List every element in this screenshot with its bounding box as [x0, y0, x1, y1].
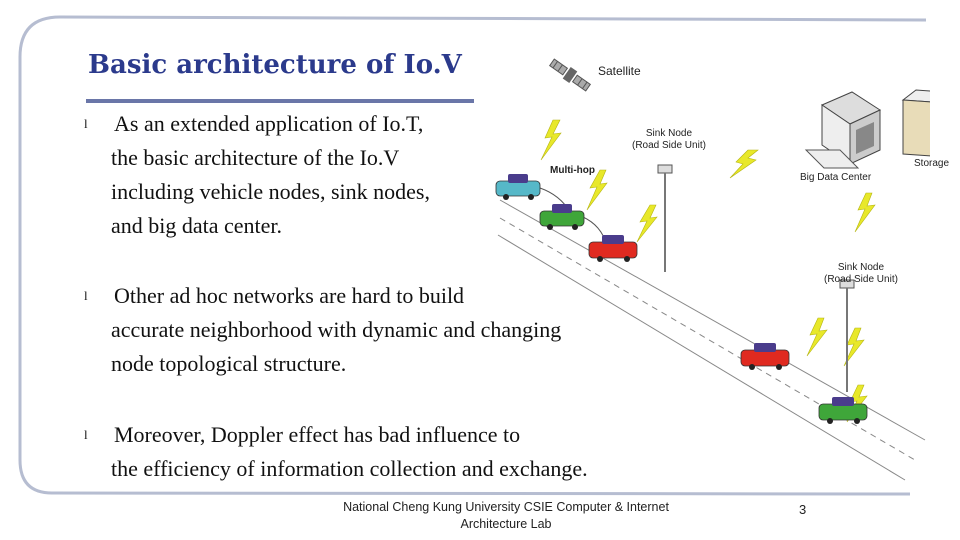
big-data-center-label: Big Data Center	[800, 172, 872, 183]
page-number: 3	[799, 502, 807, 517]
bullet-line: Other ad hoc networks are hard to build	[114, 283, 465, 308]
bullet-line: the basic architecture of the Io.V	[111, 145, 400, 170]
bullet-line: and big data center.	[111, 213, 283, 238]
bullet-marker: l	[84, 116, 88, 131]
diagram-graphics	[495, 58, 930, 481]
bullet-line: including vehicle nodes, sink nodes,	[111, 179, 430, 204]
bullet-item: l Moreover, Doppler effect has bad influ…	[84, 418, 588, 486]
vehicle-icon	[495, 174, 541, 200]
bullet-line: node topological structure.	[111, 351, 347, 376]
satellite-icon	[548, 58, 592, 92]
satellite-label: Satellite	[598, 64, 641, 78]
sink-node-label-line: Sink Node	[837, 262, 885, 273]
bullet-line: the efficiency of information collection…	[111, 456, 588, 481]
vehicle-icon	[539, 204, 585, 230]
slide-title: Basic architecture of Io.V	[88, 50, 462, 80]
storage-server-icon	[901, 89, 930, 157]
vehicle-icon	[818, 397, 868, 424]
sink-node-label: Sink Node (Road Side Unit)	[824, 262, 898, 286]
bullet-item: l Other ad hoc networks are hard to buil…	[84, 279, 562, 381]
vehicle-icon	[740, 343, 790, 370]
bullet-line: As an extended application of Io.T,	[114, 111, 424, 136]
iov-architecture-diagram: Satellite Sink Node (Road Side Unit) Mul…	[480, 48, 949, 488]
sink-node-label: Sink Node (Road Side Unit)	[632, 128, 706, 152]
bullet-item: l As an extended application of Io.T, th…	[84, 107, 430, 243]
title-underline	[86, 99, 474, 103]
bullet-marker: l	[84, 427, 88, 442]
sink-node-label-line: (Road Side Unit)	[632, 140, 706, 151]
footer-text: National Cheng Kung University CSIE Comp…	[343, 500, 669, 531]
vehicle-icon	[588, 235, 638, 262]
sink-node-label-line: (Road Side Unit)	[824, 274, 898, 285]
storage-label: Storage	[914, 158, 950, 169]
bullet-line: Moreover, Doppler effect has bad influen…	[114, 422, 521, 447]
sink-node-label-line: Sink Node	[645, 128, 693, 139]
road	[497, 199, 926, 481]
multi-hop-label: Multi-hop	[550, 165, 595, 176]
road-side-unit-icon	[839, 279, 855, 392]
computer-icon	[804, 91, 882, 169]
road-side-unit-icon	[657, 164, 673, 272]
bullet-line: accurate neighborhood with dynamic and c…	[111, 317, 562, 342]
bullet-marker: l	[84, 288, 88, 303]
